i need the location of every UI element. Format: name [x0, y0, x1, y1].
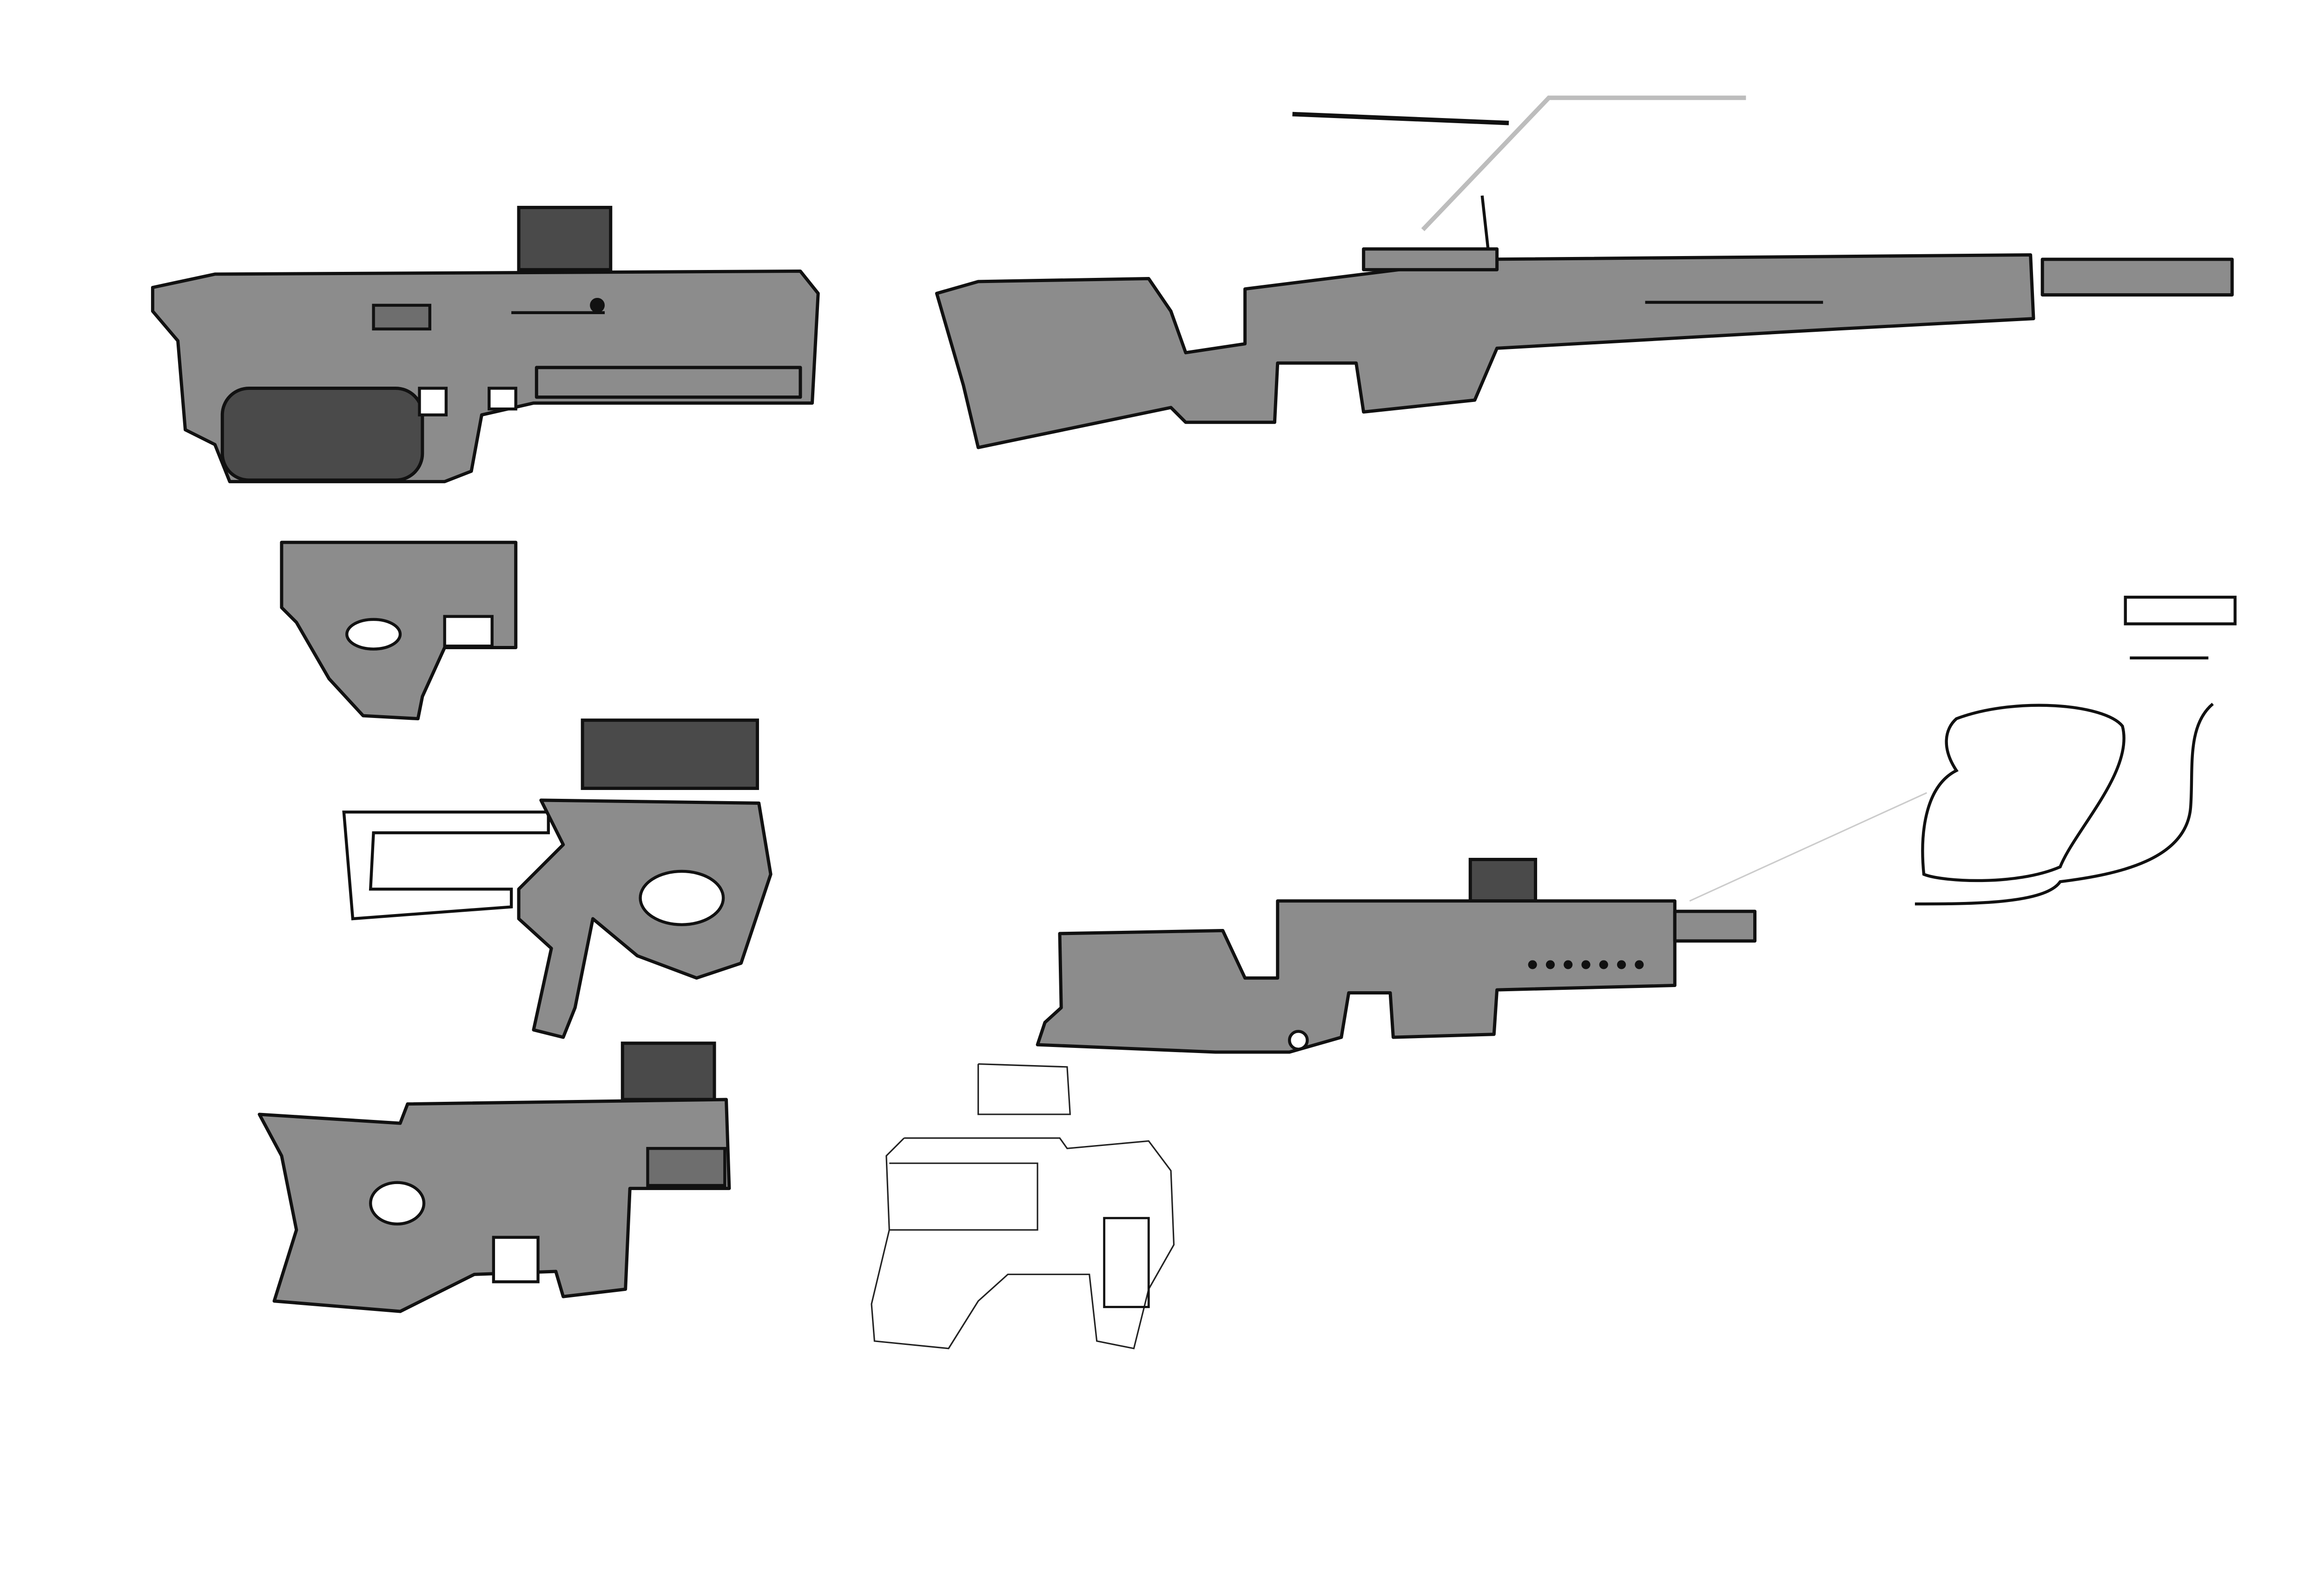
bullpup-rifle-sketch	[151, 205, 820, 483]
scope	[581, 718, 759, 790]
detail-sketches	[1915, 595, 2237, 906]
suppressor	[2040, 257, 2234, 297]
sniper-rifle-sketch	[935, 95, 2234, 449]
weapon-concept-sheet	[151, 95, 2237, 1350]
magazine-drum	[220, 386, 424, 482]
optic-sight	[517, 205, 613, 271]
muzzle	[1673, 909, 1757, 943]
assault-rifle-sketch	[1036, 792, 1928, 1054]
smg-with-scope-sketch	[342, 718, 772, 1039]
annotation-guide-line	[1421, 95, 1746, 231]
pdw-sketch	[257, 1041, 731, 1313]
outline-sketch	[871, 1063, 1175, 1350]
stock-piece-sketch	[280, 540, 518, 721]
